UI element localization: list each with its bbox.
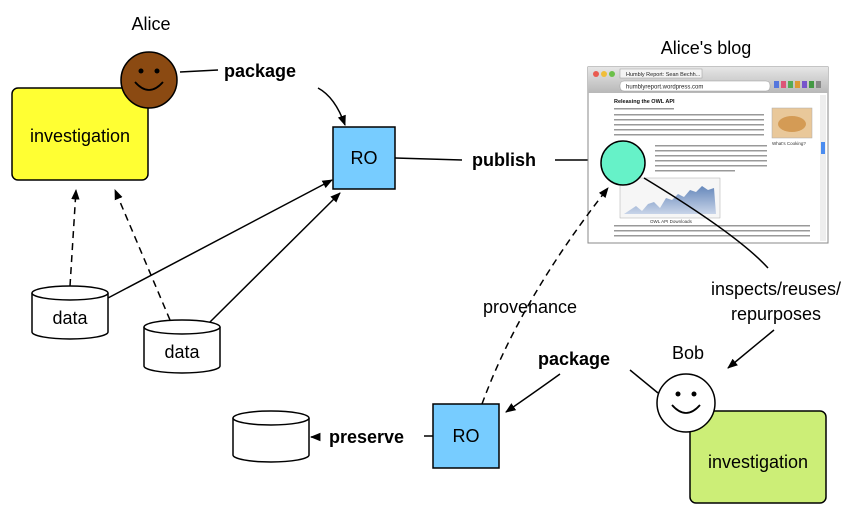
- bob-avatar: [656, 373, 716, 433]
- minimize-dot-icon: [601, 71, 607, 77]
- inspects-arrow: [727, 329, 775, 369]
- ro-bottom-box: RO: [432, 403, 500, 469]
- preserve-label: preserve: [329, 427, 404, 447]
- publish-label: publish: [472, 150, 536, 170]
- package-top-label: package: [224, 61, 296, 81]
- data-store-2-label: data: [164, 342, 200, 362]
- data-store-1: data: [31, 285, 109, 340]
- data-store-2: data: [143, 319, 221, 374]
- alice-face-icon: [120, 51, 178, 109]
- ro-top-box: RO: [332, 126, 396, 190]
- data-store-1-label: data: [52, 308, 88, 328]
- data1-to-investigation-arrow: [69, 188, 80, 287]
- blog-title: Alice's blog: [661, 38, 751, 58]
- provenance-arrow: [481, 187, 609, 405]
- data2-to-investigation-arrow: [114, 189, 171, 321]
- close-dot-icon: [593, 71, 599, 77]
- inspects-label-line-2: repurposes: [731, 304, 821, 324]
- alice-investigation-box: investigation: [11, 87, 149, 181]
- archive-store: [232, 410, 310, 463]
- blog-figure-caption: OWL API Downloads: [650, 219, 693, 224]
- bob-name: Bob: [672, 343, 704, 363]
- inspects-connector: [643, 177, 769, 269]
- publish-connector: [394, 157, 463, 161]
- data1-to-ro-arrow: [107, 179, 333, 299]
- blog-url: humblyreport.wordpress.com: [626, 85, 703, 91]
- ro-bottom-label: RO: [453, 426, 480, 446]
- bob-investigation-label: investigation: [708, 452, 808, 472]
- blog-text-lines: [614, 108, 810, 237]
- alice-name: Alice: [131, 14, 170, 34]
- bob-investigation-box: investigation: [689, 410, 827, 504]
- ro-top-label: RO: [351, 148, 378, 168]
- data2-to-ro-arrow: [209, 192, 341, 323]
- inspects-label-line-1: inspects/reuses/: [711, 279, 841, 299]
- package-top-arrow: [317, 87, 346, 126]
- package-bottom-arrow: [505, 373, 561, 413]
- published-ro-circle: [600, 140, 646, 186]
- alice-investigation-label: investigation: [30, 126, 130, 146]
- package-bottom-connector: [629, 369, 659, 394]
- alice-avatar: [120, 51, 178, 109]
- package-bottom-label: package: [538, 349, 610, 369]
- provenance-label: provenance: [483, 297, 577, 317]
- package-top-connector: [179, 69, 219, 73]
- blog-side-caption: What's Cooking?: [772, 141, 806, 146]
- blog-tab-title: Humbly Report: Sean Bechh...: [626, 72, 701, 78]
- bob-face-icon: [656, 373, 716, 433]
- maximize-dot-icon: [609, 71, 615, 77]
- blog-post-title: Releasing the OWL API: [614, 99, 675, 105]
